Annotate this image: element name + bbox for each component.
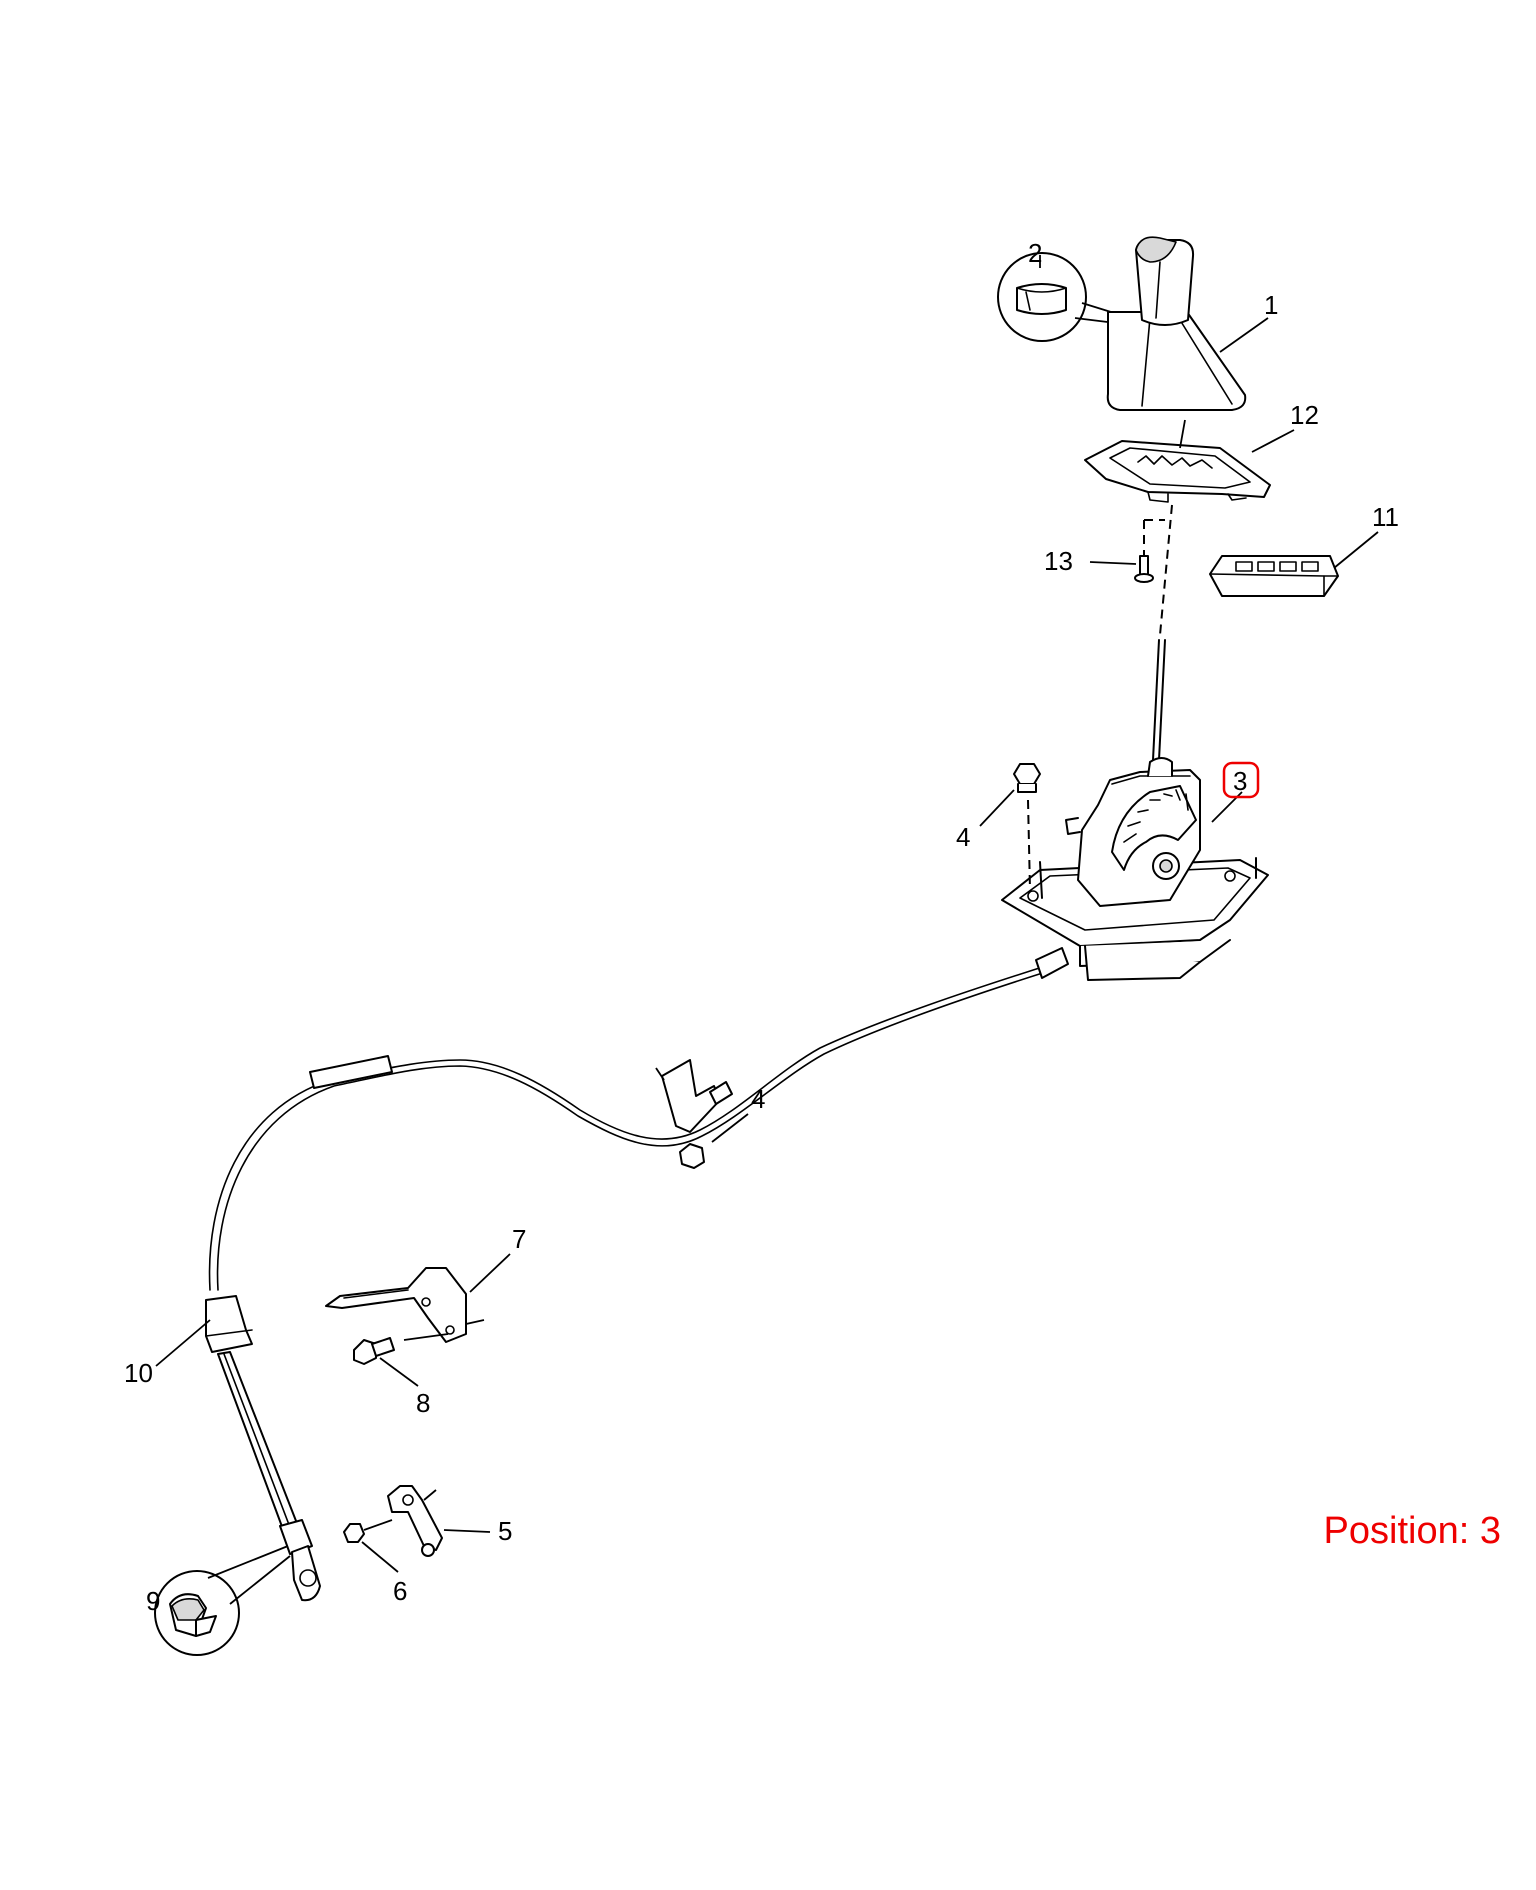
- part-13-screw[interactable]: [1134, 555, 1154, 583]
- callout-4-upper[interactable]: 4: [956, 822, 970, 852]
- part-2-clip-detail[interactable]: [997, 252, 1141, 342]
- part-3-shifter-assembly[interactable]: [1001, 639, 1269, 981]
- part-5-link[interactable]: [387, 1485, 443, 1557]
- part-4-nut-upper[interactable]: [1013, 763, 1041, 793]
- part-11-switch-module[interactable]: [1209, 555, 1339, 597]
- callout-6[interactable]: 6: [393, 1576, 407, 1606]
- position-label: Position: 3: [1323, 1510, 1501, 1552]
- callout-12[interactable]: 12: [1290, 400, 1319, 430]
- callout-9[interactable]: 9: [146, 1586, 160, 1616]
- part-4-nut-lower[interactable]: [679, 1143, 705, 1169]
- part-12-shift-bezel[interactable]: [1084, 440, 1271, 503]
- leader-lines: [155, 255, 1379, 1573]
- callout-13[interactable]: 13: [1044, 546, 1073, 576]
- part-1-shift-knob-boot[interactable]: [1106, 236, 1247, 411]
- callout-7[interactable]: 7: [512, 1224, 526, 1254]
- callout-5[interactable]: 5: [498, 1516, 512, 1546]
- part-6-nut[interactable]: [343, 1519, 393, 1543]
- callout-10[interactable]: 10: [124, 1358, 153, 1388]
- callout-2[interactable]: 2: [1028, 238, 1042, 268]
- part-8-bolt[interactable]: [353, 1337, 395, 1365]
- part-10-cable-end-lever[interactable]: [205, 1295, 321, 1602]
- callout-1[interactable]: 1: [1264, 290, 1278, 320]
- part-7-bracket[interactable]: [325, 1267, 485, 1343]
- shift-cable[interactable]: [208, 947, 1069, 1291]
- callout-3-highlight: [1222, 761, 1260, 799]
- part-9-clip-detail[interactable]: [154, 1545, 291, 1656]
- callout-11[interactable]: 11: [1372, 502, 1399, 532]
- callout-4-lower[interactable]: 4: [751, 1084, 765, 1114]
- callout-3[interactable]: 3: [1233, 766, 1247, 796]
- callout-8[interactable]: 8: [416, 1388, 430, 1418]
- cable-bracket[interactable]: [655, 1059, 733, 1133]
